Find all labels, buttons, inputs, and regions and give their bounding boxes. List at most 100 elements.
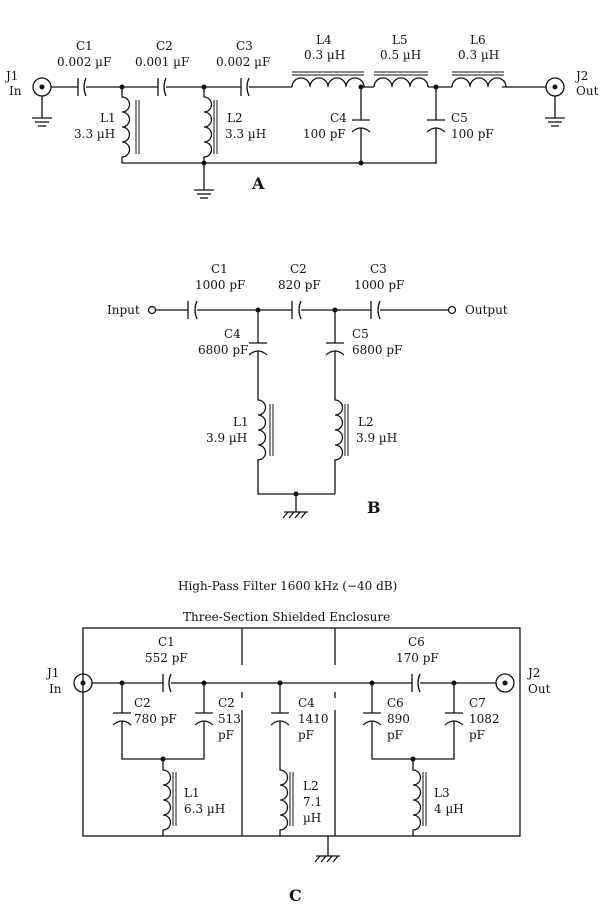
c3-symbol-a xyxy=(240,77,250,97)
l2-value-a: 3.3 µH xyxy=(225,127,266,141)
l5-symbol-a xyxy=(373,77,429,88)
c2-value-b: 820 pF xyxy=(278,278,321,292)
l1-name-c: L1 xyxy=(184,786,200,800)
c2b-unit-c: pF xyxy=(218,728,234,742)
l3-value-c: 4 µH xyxy=(434,802,464,816)
j2-sub-a: Out xyxy=(576,84,599,98)
c5-value-b: 6800 pF xyxy=(352,343,402,357)
c5-symbol-a xyxy=(426,87,446,163)
j1-sub-c: In xyxy=(49,682,62,696)
l2-name-c: L2 xyxy=(303,779,319,793)
l5-value-a: 0.5 µH xyxy=(380,48,421,62)
panel-a-letter: A xyxy=(251,174,265,193)
j2-sub-c: Out xyxy=(528,682,551,696)
l3-symbol-c xyxy=(412,759,422,836)
c1-symbol-b xyxy=(187,300,198,320)
enclosure-label: Three-Section Shielded Enclosure xyxy=(183,610,390,624)
j1-label-c: J1 xyxy=(45,666,59,680)
c7-value-c: 1082 xyxy=(469,712,500,726)
c4-unit-c: pF xyxy=(298,728,314,742)
l4-value-a: 0.3 µH xyxy=(304,48,345,62)
l1-symbol-c xyxy=(162,759,172,836)
l1-name-a: L1 xyxy=(100,111,116,125)
ground-symbol-b xyxy=(282,494,308,519)
l1-value-b: 3.9 µH xyxy=(206,431,247,445)
c3-name-a: C3 xyxy=(236,39,253,53)
c7-unit-c: pF xyxy=(469,728,485,742)
j1-sub-a: In xyxy=(9,84,22,98)
l1-value-c: 6.3 µH xyxy=(184,802,225,816)
panel-b: Input Output C1 1000 pF C2 820 pF C3 100… xyxy=(107,262,508,519)
c6-shunt-unit-c: pF xyxy=(387,728,403,742)
l6-name-a: L6 xyxy=(470,33,486,47)
shielded-enclosure xyxy=(82,627,521,837)
l1-symbol-a xyxy=(121,87,437,164)
c6-shunt-name-c: C6 xyxy=(387,696,404,710)
l4-symbol-a xyxy=(291,77,366,88)
c1-symbol-a xyxy=(77,77,87,97)
c1-name-c: C1 xyxy=(158,635,175,649)
c6-series-name-c: C6 xyxy=(408,635,425,649)
c4-value-a: 100 pF xyxy=(303,127,346,141)
c4-l2-branch-c xyxy=(270,683,290,836)
c1-name-b: C1 xyxy=(211,262,228,276)
c4-value-b: 6800 pF xyxy=(198,343,248,357)
c3-value-a: 0.002 µF xyxy=(216,55,270,69)
l5-name-a: L5 xyxy=(392,33,408,47)
c4-symbol-a xyxy=(351,87,371,163)
c4-l1-branch-b xyxy=(248,310,335,495)
c2-name-b: C2 xyxy=(290,262,307,276)
l6-value-a: 0.3 µH xyxy=(458,48,499,62)
input-label-b: Input xyxy=(107,303,140,317)
l4-name-a: L4 xyxy=(316,33,332,47)
l2-value-b: 3.9 µH xyxy=(356,431,397,445)
input-terminal-b xyxy=(147,305,157,315)
c5-value-a: 100 pF xyxy=(451,127,494,141)
c1-symbol-c xyxy=(162,673,172,693)
c5-l2-branch-b xyxy=(325,310,345,494)
c3-name-b: C3 xyxy=(370,262,387,276)
c6-shunt-value-c: 890 xyxy=(387,712,410,726)
l1-value-a: 3.3 µH xyxy=(74,127,115,141)
output-terminal-b xyxy=(447,305,457,315)
l2-unit-c: µH xyxy=(303,811,321,825)
c6-c7-pair-c xyxy=(362,683,464,760)
j1-label-a: J1 xyxy=(4,69,18,83)
c4-name-c: C4 xyxy=(298,696,315,710)
c3-symbol-b xyxy=(370,300,381,320)
ground-symbol-c xyxy=(314,836,340,863)
c3-value-b: 1000 pF xyxy=(354,278,404,292)
c7-name-c: C7 xyxy=(469,696,486,710)
c6-series-value-c: 170 pF xyxy=(396,651,439,665)
l1-name-b: L1 xyxy=(233,415,249,429)
l2-name-b: L2 xyxy=(358,415,374,429)
c2a-name-c: C2 xyxy=(134,696,151,710)
c4-value-c: 1410 xyxy=(298,712,329,726)
c4-name-a: C4 xyxy=(330,111,347,125)
c1-value-c: 552 pF xyxy=(145,651,188,665)
c5-name-a: C5 xyxy=(451,111,468,125)
panel-c-title: High-Pass Filter 1600 kHz (−40 dB) xyxy=(178,579,397,593)
c2-name-a: C2 xyxy=(156,39,173,53)
j2-label-c: J2 xyxy=(526,666,540,680)
c2-value-a: 0.001 µF xyxy=(135,55,189,69)
c2-symbol-b xyxy=(291,300,302,320)
c1-value-b: 1000 pF xyxy=(195,278,245,292)
panel-c: High-Pass Filter 1600 kHz (−40 dB) Three… xyxy=(45,579,551,905)
panel-c-letter: C xyxy=(289,886,302,905)
c4-name-b: C4 xyxy=(224,327,241,341)
c2-symbol-a xyxy=(157,77,167,97)
c2a-value-c: 780 pF xyxy=(134,712,177,726)
l3-name-c: L3 xyxy=(434,786,450,800)
j2-label-a: J2 xyxy=(574,69,588,83)
l2-symbol-a xyxy=(203,87,213,163)
panel-b-letter: B xyxy=(367,498,381,517)
c2b-name-c: C2 xyxy=(218,696,235,710)
c1-name-a: C1 xyxy=(76,39,93,53)
l2-value-c: 7.1 xyxy=(303,795,322,809)
c1-value-a: 0.002 µF xyxy=(57,55,111,69)
section-dividers xyxy=(241,628,336,836)
output-label-b: Output xyxy=(465,303,508,317)
l2-name-a: L2 xyxy=(227,111,243,125)
